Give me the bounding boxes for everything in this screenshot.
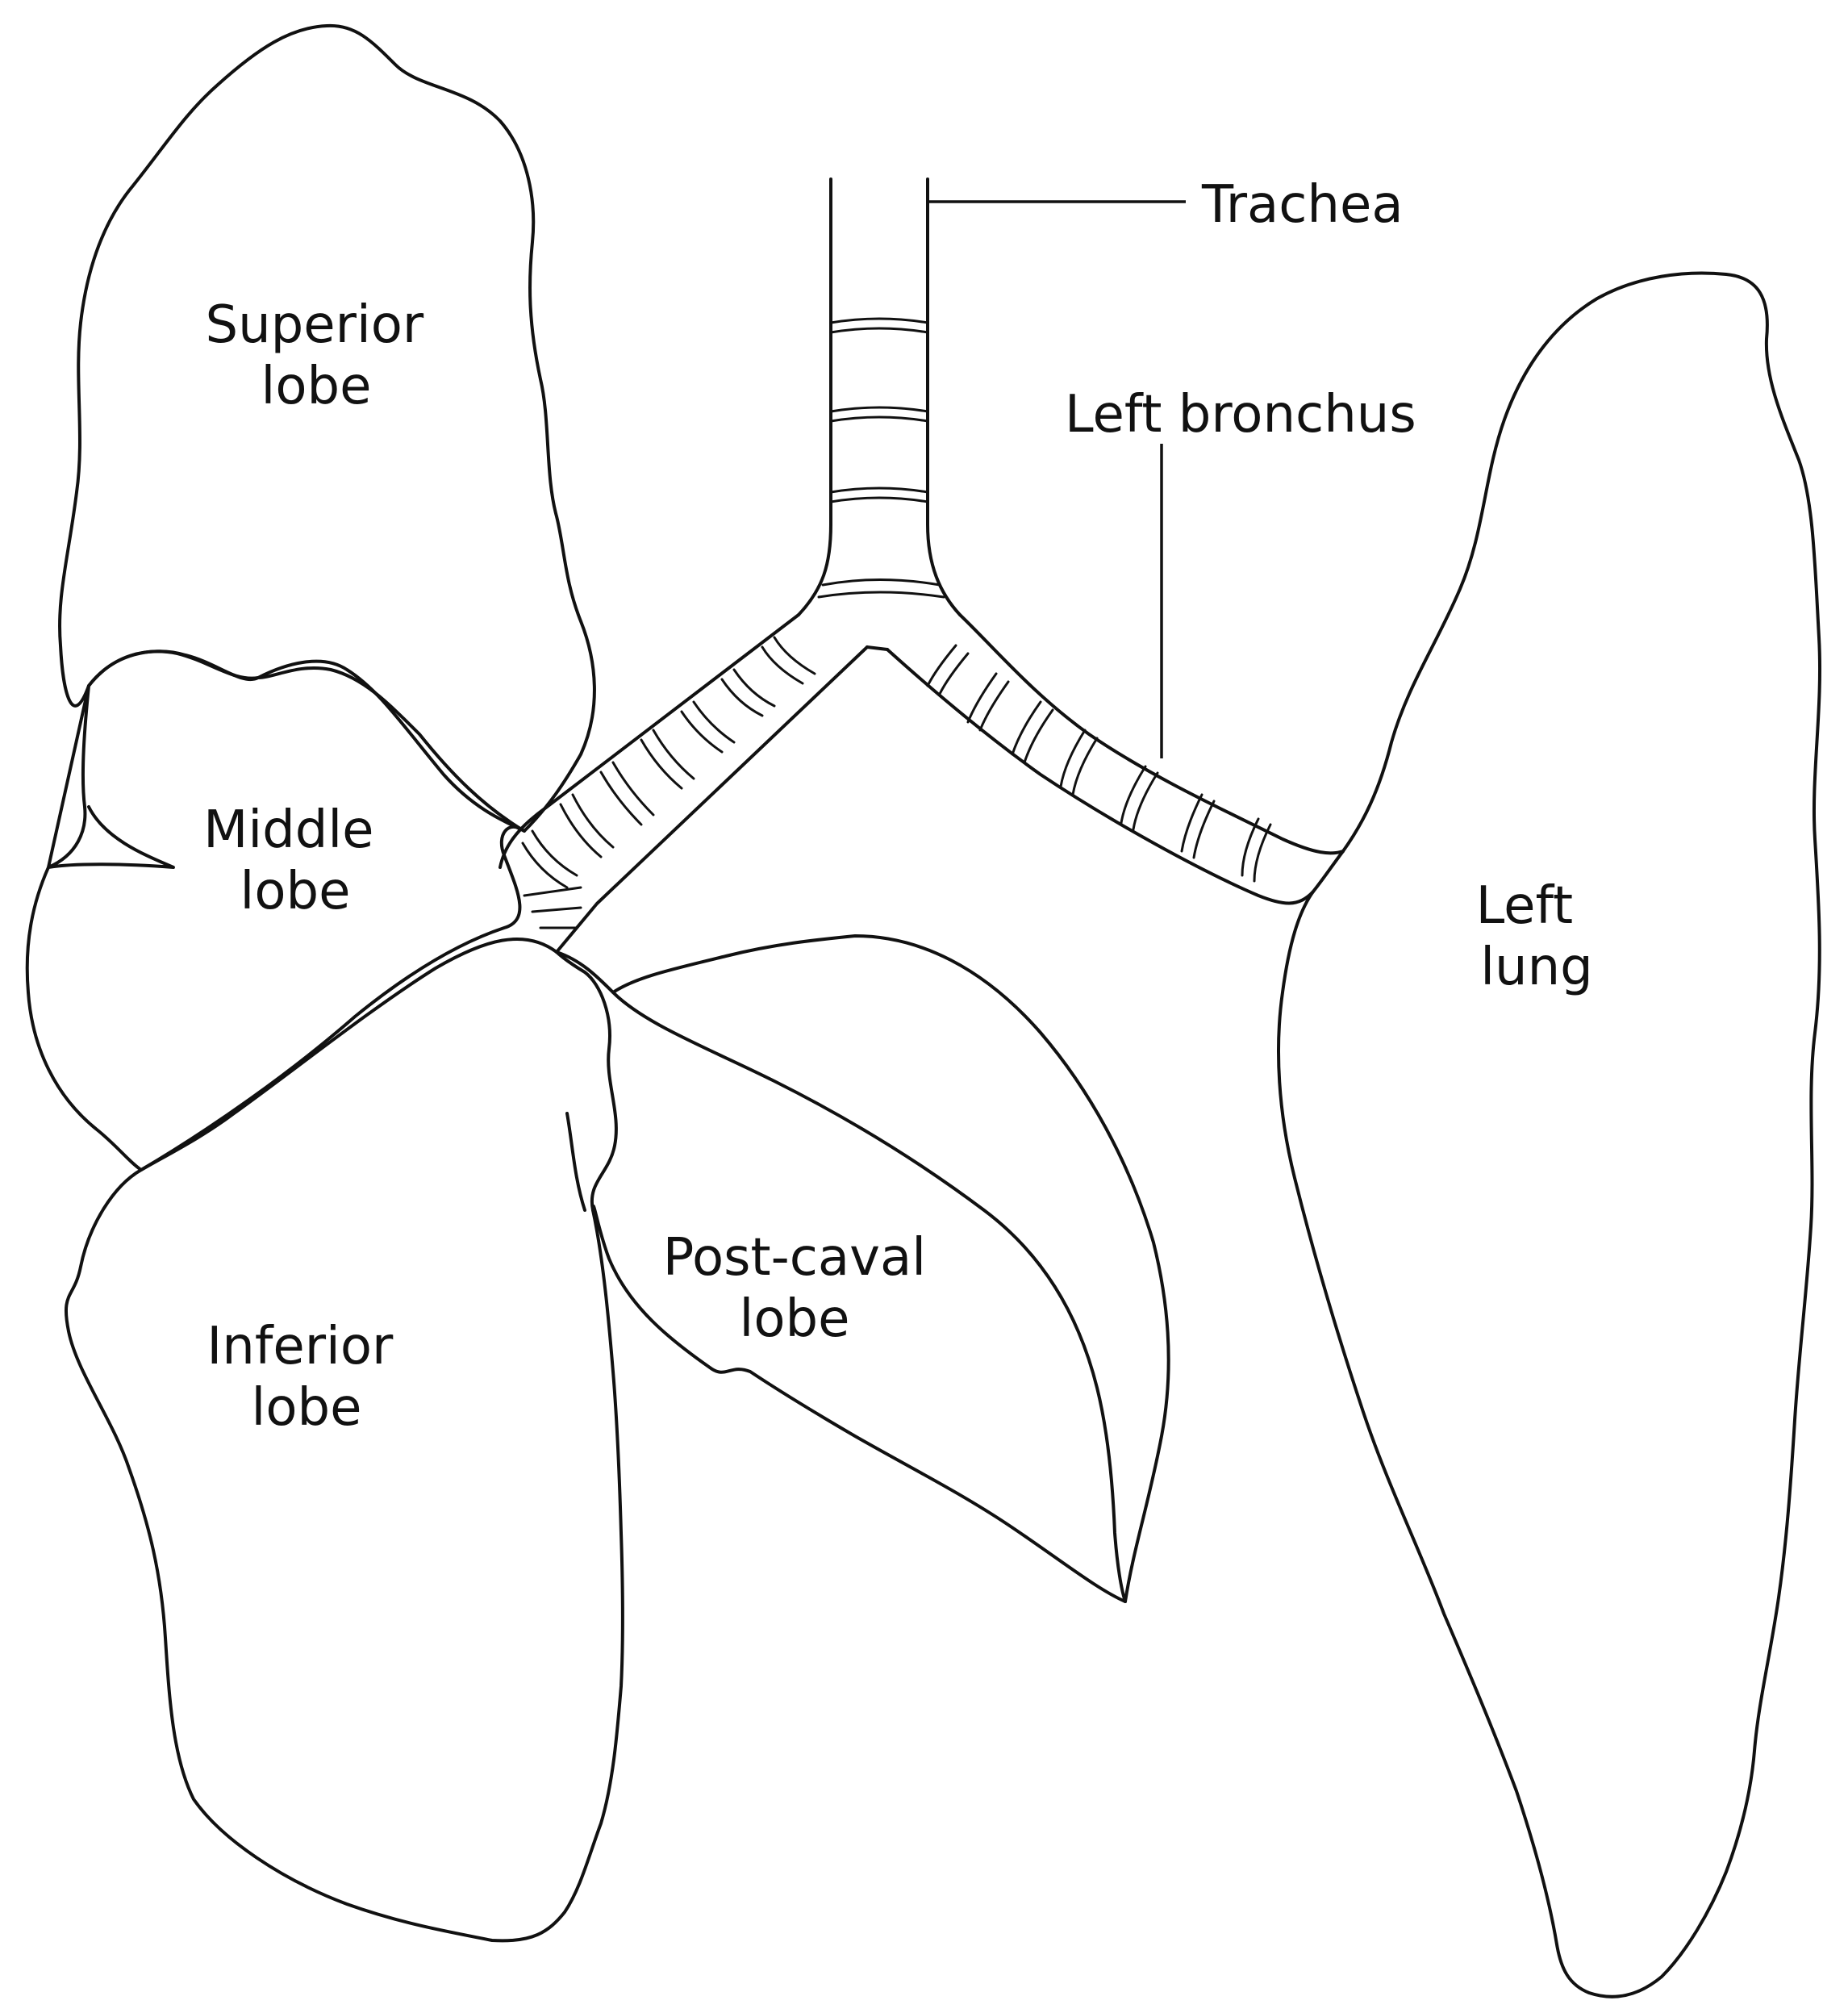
right-bronchus-rings	[521, 636, 816, 929]
left-lung-outline	[1277, 271, 1822, 1998]
left-bronchus-rings	[926, 644, 1272, 883]
trachea-left-wall	[797, 177, 832, 616]
post-caval-lobe-outline	[555, 950, 1127, 1603]
left-bronchus-label: Left bronchus	[1065, 385, 1416, 445]
left-bronchus-upper-wall	[958, 613, 1345, 855]
middle-lobe-outline	[25, 649, 526, 1171]
left-bronchus-lower-wall	[886, 648, 1315, 905]
superior-lobe-label: Superior lobe	[205, 295, 440, 416]
bronchus-carina	[866, 645, 889, 651]
inferior-lobe-label: Inferior lobe	[206, 1317, 409, 1438]
trachea-rings	[817, 317, 945, 599]
inferior-lobe-fissure	[565, 1112, 586, 1212]
inferior-lobe-outline	[65, 937, 624, 1943]
right-bronchus-upper-wall	[499, 613, 800, 869]
left-lung-label: Left lung	[1476, 876, 1593, 997]
trachea-right-wall	[926, 177, 962, 616]
post-caval-lobe-label: Post-caval lobe	[663, 1228, 943, 1349]
right-bronchus-lower-wall	[555, 645, 869, 954]
post-caval-lobe-inner	[611, 934, 1170, 1603]
middle-lobe-label: Middle lobe	[203, 800, 390, 921]
trachea-label: Trachea	[1201, 175, 1404, 235]
superior-lobe-outline	[58, 23, 596, 833]
